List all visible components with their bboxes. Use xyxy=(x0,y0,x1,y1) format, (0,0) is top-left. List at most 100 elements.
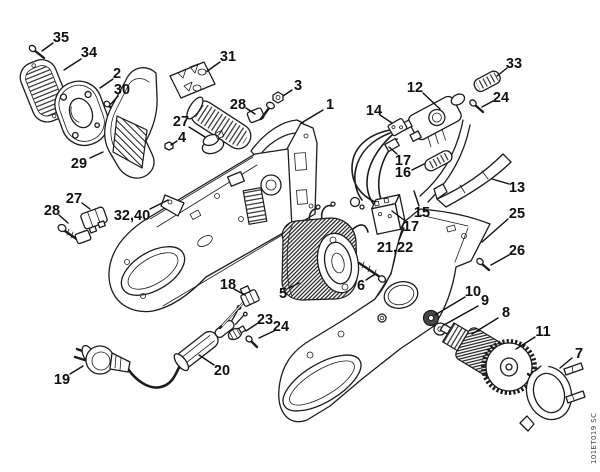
part-23 xyxy=(227,325,247,341)
switch-assembly xyxy=(401,93,466,148)
callout-label: 1 xyxy=(326,97,334,113)
screw-6 xyxy=(357,261,387,283)
callout-label: 30 xyxy=(114,82,130,98)
callout-label: 7 xyxy=(575,346,583,362)
callout-leader xyxy=(149,199,169,210)
callout-label: 23 xyxy=(257,312,273,328)
callout-leader xyxy=(188,126,206,138)
callout-leader xyxy=(245,107,256,115)
callout-label: 32,40 xyxy=(114,208,150,224)
callout-label: 27 xyxy=(173,114,189,130)
callout-label: 15 xyxy=(414,205,430,221)
knob-27 xyxy=(201,130,225,155)
nut-3 xyxy=(272,91,284,104)
callout-label: 31 xyxy=(220,49,236,65)
callout-leader xyxy=(89,151,104,159)
callout-label: 21,22 xyxy=(377,240,413,256)
callout-leader xyxy=(41,42,54,52)
callout-leader xyxy=(302,109,324,123)
callout-leader xyxy=(282,89,293,97)
callout-leader xyxy=(63,58,82,71)
drawing-code: 101ET019 SC xyxy=(590,413,598,464)
curved-strip-13 xyxy=(433,153,512,208)
callout-leader xyxy=(491,178,510,185)
callout-leader xyxy=(205,61,221,73)
callout-leader xyxy=(233,288,246,296)
main-housing xyxy=(108,119,318,313)
callout-label: 33 xyxy=(506,56,522,72)
callout-leader xyxy=(288,282,300,289)
callout-label: 28 xyxy=(230,97,246,113)
power-plug xyxy=(73,344,131,375)
callout-label: 5 xyxy=(279,286,287,302)
callout-leader xyxy=(58,214,69,224)
callout-leader xyxy=(110,95,119,105)
field-coil xyxy=(281,201,369,301)
callout-leader xyxy=(481,218,509,243)
callout-leader xyxy=(422,92,441,110)
side-cover xyxy=(278,208,491,423)
callout-leader xyxy=(170,140,178,146)
callout-label: 4 xyxy=(178,130,186,146)
grip xyxy=(186,96,252,150)
switch-27-lower xyxy=(80,206,108,234)
callout-leader xyxy=(81,202,91,210)
callout-leader xyxy=(99,78,114,89)
bearing-bracket-7 xyxy=(519,360,586,432)
callout-label: 27 xyxy=(66,191,82,207)
callout-label: 3 xyxy=(294,78,302,94)
callout-label: 6 xyxy=(357,278,365,294)
screw-24-top xyxy=(469,99,485,114)
warning-label xyxy=(169,61,216,99)
callout-leader xyxy=(365,273,376,281)
callout-label: 17 xyxy=(403,219,419,235)
callout-label: 12 xyxy=(407,80,423,96)
power-cord xyxy=(126,362,183,389)
callout-label: 18 xyxy=(220,277,236,293)
callout-leader xyxy=(515,336,536,350)
callout-leader xyxy=(413,190,420,207)
callout-label: 14 xyxy=(366,103,382,119)
callout-label: 28 xyxy=(44,203,60,219)
callout-label: 35 xyxy=(53,30,69,46)
callout-label: 11 xyxy=(535,324,550,340)
callout-leader xyxy=(471,317,499,335)
callout-leader xyxy=(481,100,494,108)
callout-label: 13 xyxy=(509,180,525,196)
callout-leader xyxy=(198,354,215,366)
callout-label: 2 xyxy=(113,66,121,82)
callout-label: 24 xyxy=(493,90,509,106)
washer-10 xyxy=(422,309,440,327)
callout-leader xyxy=(496,67,508,77)
callout-leader xyxy=(69,365,84,375)
callout-label: 20 xyxy=(214,363,230,379)
callout-label: 8 xyxy=(502,305,510,321)
callout-leader xyxy=(379,114,393,124)
callout-leader xyxy=(245,322,259,332)
callout-label: 34 xyxy=(81,45,97,61)
callout-leader xyxy=(490,254,510,266)
callout-label: 26 xyxy=(509,243,525,259)
nut-4 xyxy=(164,141,174,151)
callout-leader xyxy=(258,330,275,339)
screw-26 xyxy=(476,257,491,272)
callout-leader xyxy=(411,163,425,171)
callout-label: 10 xyxy=(465,284,481,300)
callout-leader xyxy=(559,357,573,369)
callout-label: 25 xyxy=(509,206,525,222)
screw-35 xyxy=(28,44,46,60)
switch-block-21-22 xyxy=(371,194,406,235)
callout-leader xyxy=(388,146,398,155)
callout-label: 24 xyxy=(273,319,289,335)
callout-label: 16 xyxy=(395,165,411,181)
handle-shroud xyxy=(104,67,158,179)
callout-label: 9 xyxy=(481,293,489,309)
callout-leader xyxy=(398,227,405,241)
callout-label: 17 xyxy=(395,153,411,169)
callout-leader xyxy=(391,210,405,221)
cord-sleeve xyxy=(173,305,248,372)
callout-label: 29 xyxy=(71,156,87,172)
